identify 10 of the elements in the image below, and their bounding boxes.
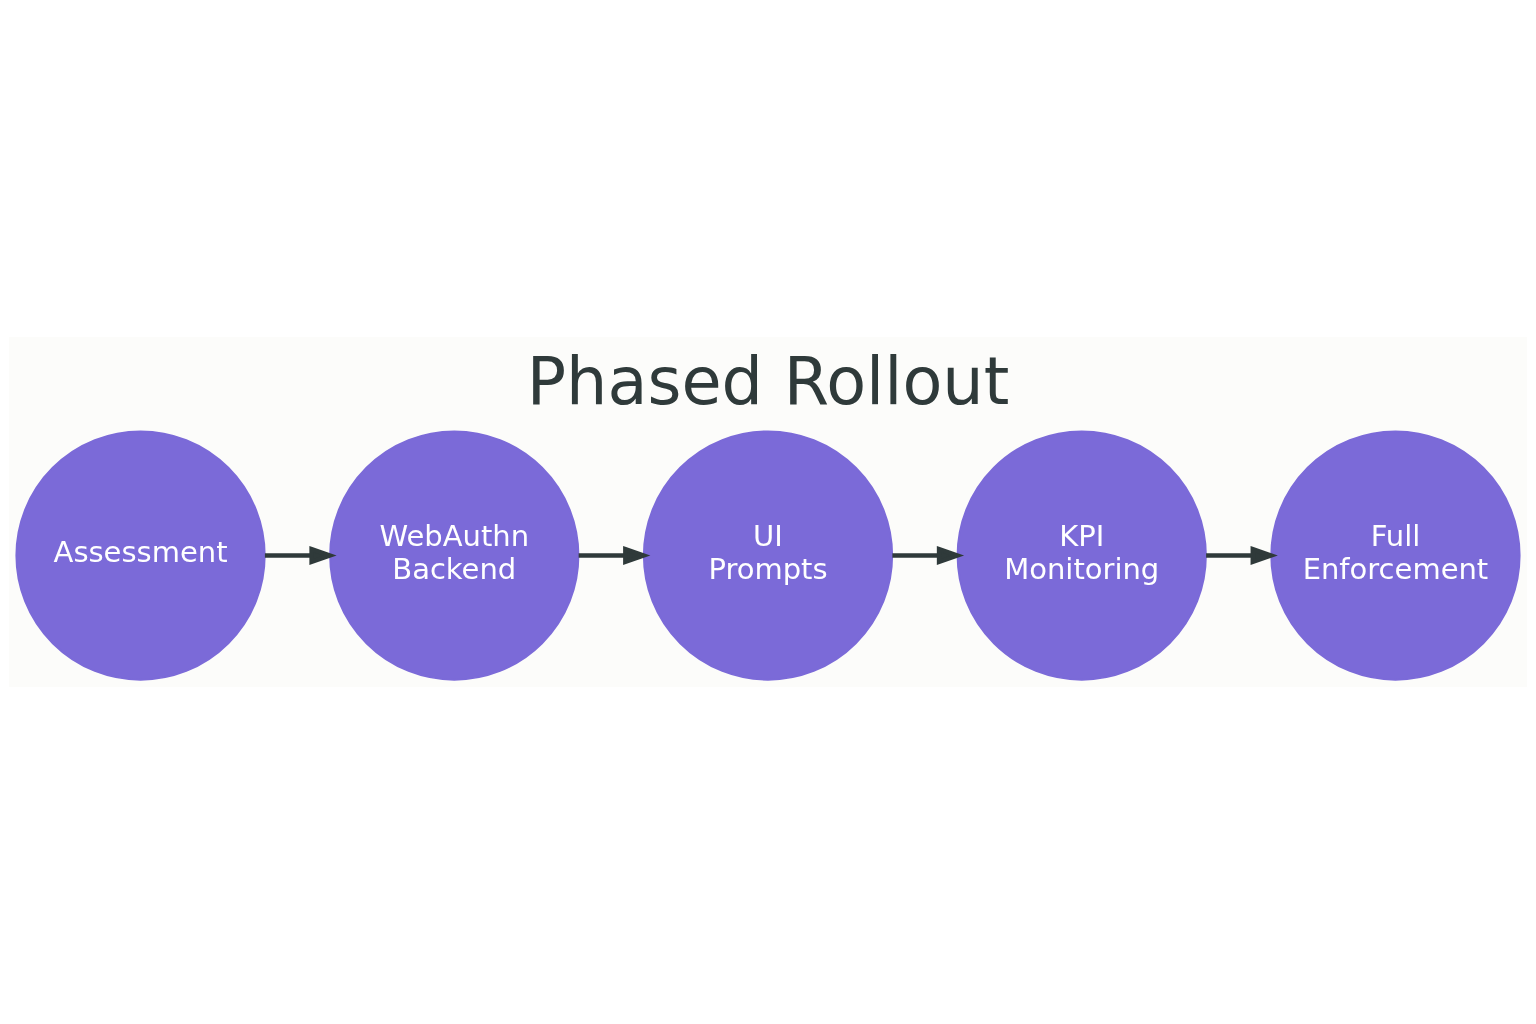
arrow — [1206, 546, 1278, 566]
arrow — [578, 546, 651, 566]
node-circle: WebAuthn Backend — [329, 430, 580, 681]
node-circle: Full Enforcement — [1270, 430, 1521, 681]
arrow — [264, 546, 337, 566]
node-circle: KPI Monitoring — [956, 430, 1207, 681]
arrow — [892, 546, 965, 566]
node-circle: UI Prompts — [642, 430, 894, 681]
node-circle: Assessment — [15, 430, 266, 681]
diagram-title: Phased Rollout — [526, 342, 1010, 419]
